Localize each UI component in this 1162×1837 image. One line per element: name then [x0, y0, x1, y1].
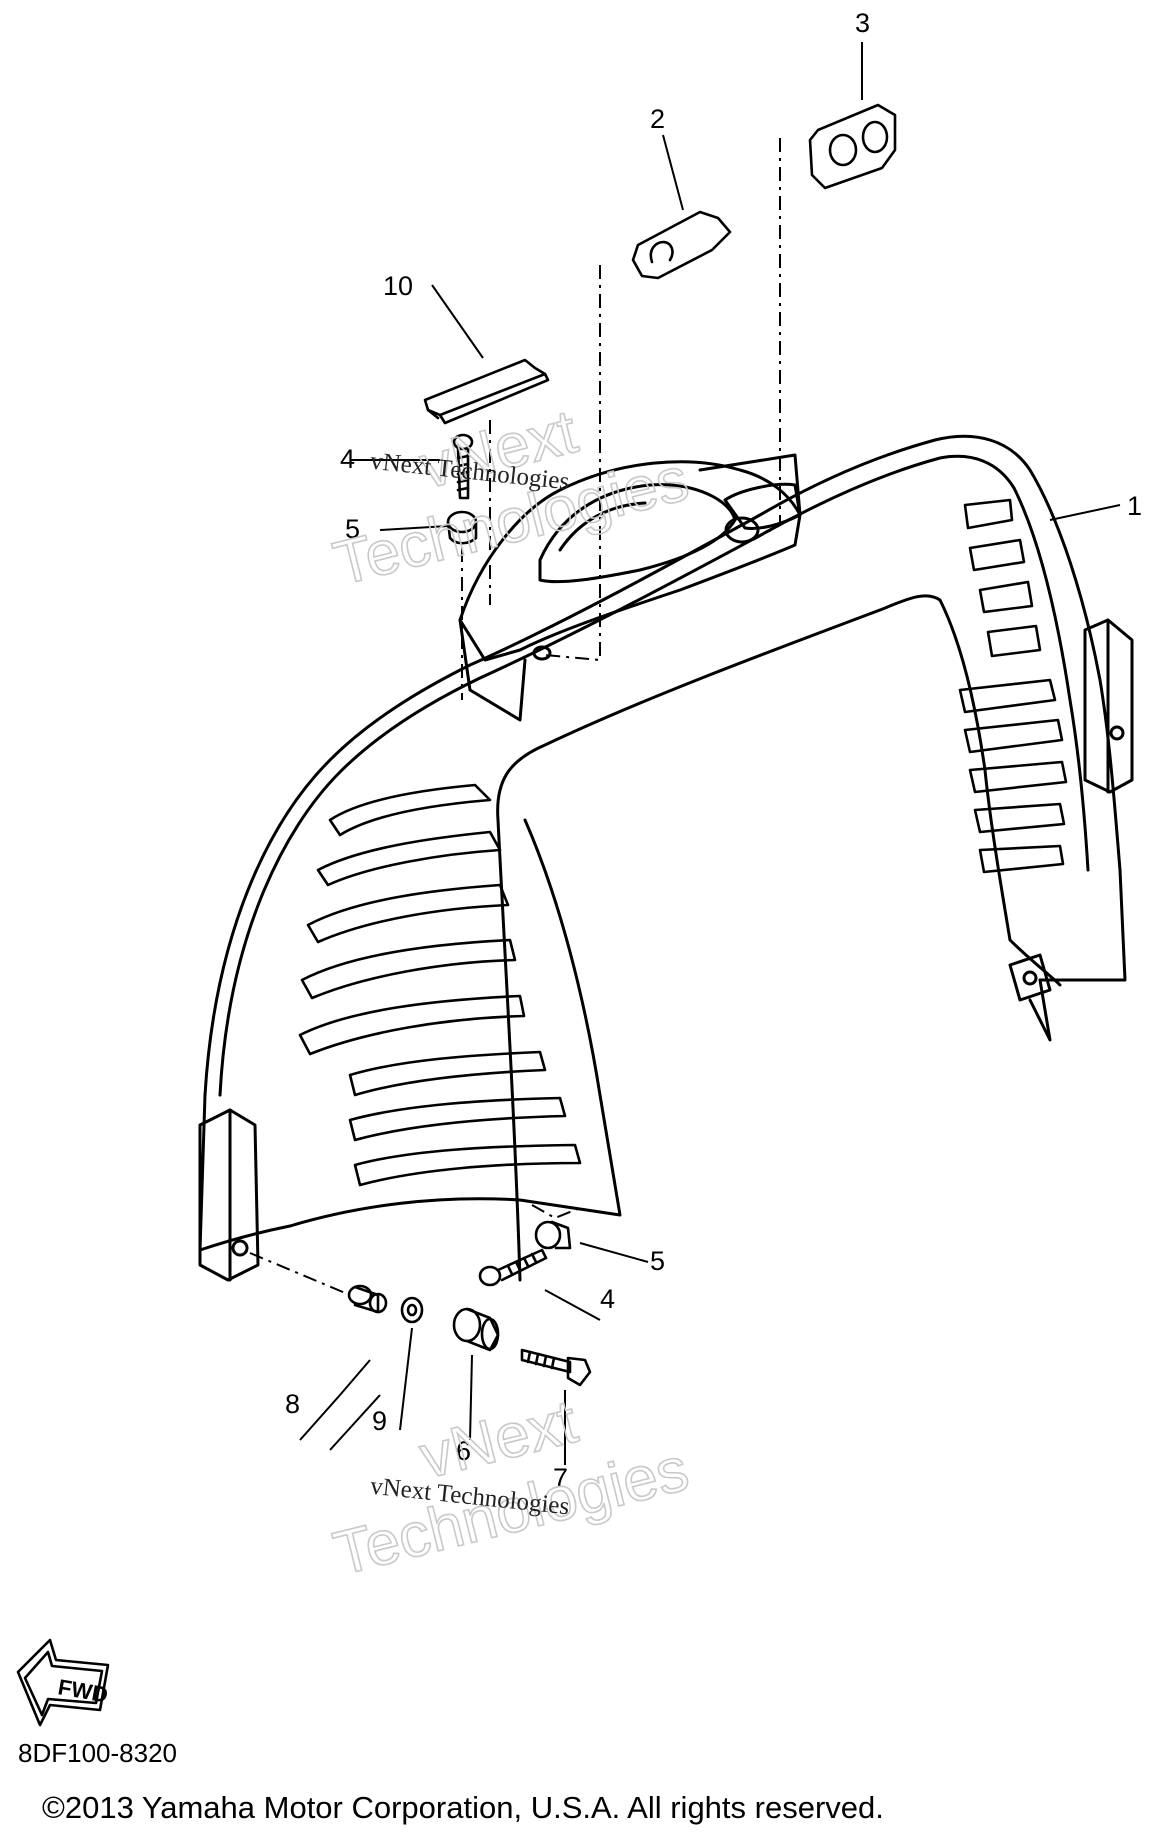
callout-4-lower: 4 — [600, 1284, 615, 1314]
bolt-part-7 — [520, 1348, 592, 1387]
screw-upper — [452, 433, 474, 500]
bottom-cowling-part — [198, 434, 1134, 1282]
plate-part-2 — [631, 210, 732, 280]
callout-1: 1 — [1127, 491, 1142, 521]
callout-5-lower: 5 — [650, 1246, 665, 1276]
plate-part-3 — [808, 103, 897, 190]
callout-4-upper: 4 — [340, 444, 355, 474]
collar-part-8 — [347, 1284, 388, 1314]
right-louvers — [958, 498, 1068, 874]
drawing-code: 8DF100-8320 — [18, 1738, 177, 1768]
left-louvers — [298, 783, 582, 1187]
callout-7: 7 — [553, 1463, 568, 1493]
callout-6: 6 — [456, 1436, 471, 1466]
copyright-notice: ©2013 Yamaha Motor Corporation, U.S.A. A… — [42, 1790, 884, 1825]
callout-9: 9 — [372, 1406, 387, 1436]
callout-10: 10 — [383, 271, 413, 301]
callout-5-upper: 5 — [345, 514, 360, 544]
fwd-arrow-icon: FWD — [16, 1638, 110, 1727]
strip-part-10 — [423, 358, 550, 425]
leader-lines — [299, 42, 1121, 1465]
callout-8: 8 — [285, 1389, 300, 1419]
washer-part-9 — [400, 1296, 424, 1324]
callout-2: 2 — [650, 104, 665, 134]
callout-3: 3 — [855, 8, 870, 38]
screw-lower — [478, 1248, 548, 1287]
small-parts — [347, 103, 897, 1387]
grommet-upper — [446, 510, 478, 545]
callout-labels: 3 2 10 1 4 5 5 4 8 9 6 7 — [285, 8, 1142, 1493]
assembly-lines — [249, 138, 781, 1296]
fwd-label: FWD — [56, 1674, 110, 1707]
grommet-part-6 — [452, 1307, 500, 1352]
grommet-lower — [534, 1220, 572, 1250]
